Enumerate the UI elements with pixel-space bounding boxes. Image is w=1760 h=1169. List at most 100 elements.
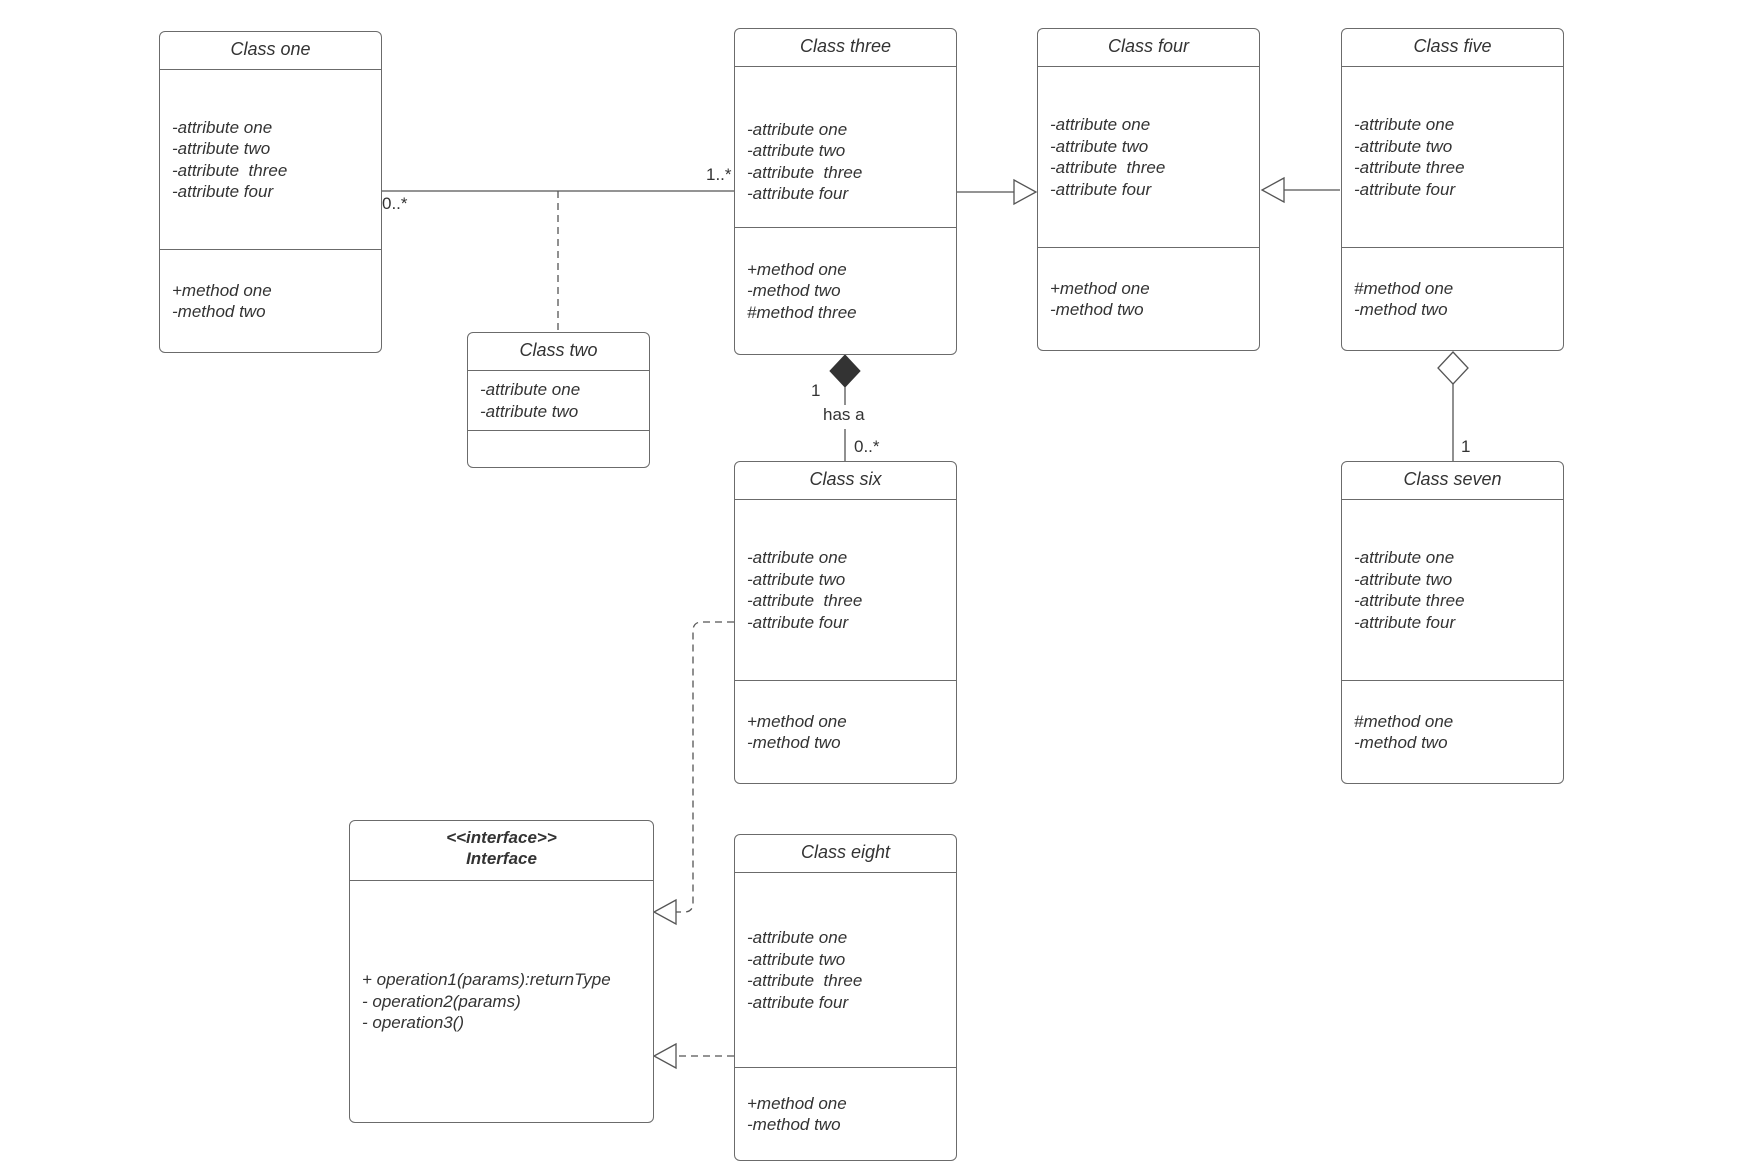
attribute: -attribute one <box>747 548 848 567</box>
realization-line-six[interactable] <box>676 621 734 913</box>
methods-section: #method one -method two <box>1342 247 1563 350</box>
methods-section: +method one -method two <box>160 249 381 352</box>
attribute: -attribute two <box>480 401 579 421</box>
method: -method two <box>1354 300 1448 319</box>
multiplicity-label: 1 <box>1461 437 1471 456</box>
attribute: -attribute two <box>747 949 846 969</box>
attribute: -attribute three <box>747 162 863 182</box>
attribute: -attribute one <box>1354 115 1455 134</box>
method: #method one <box>1354 711 1454 731</box>
method: -method two <box>747 281 841 301</box>
class-four-name: Class four <box>1107 36 1190 56</box>
attribute: -attribute two <box>747 569 846 589</box>
attribute: -attribute two <box>1354 569 1453 589</box>
attribute: -attribute one <box>1354 548 1455 567</box>
operation: - operation2(params) <box>362 991 521 1011</box>
operations-section: + operation1(params):returnType - operat… <box>350 881 653 1122</box>
method: #method three <box>747 302 857 322</box>
attribute: -attribute one <box>747 928 848 947</box>
methods-section <box>468 430 649 467</box>
class-seven-name: Class seven <box>1403 469 1502 489</box>
class-one-box[interactable]: Class one -attribute one -attribute two … <box>159 31 382 353</box>
attribute: -attribute four <box>1354 179 1456 199</box>
class-two-box[interactable]: Class two -attribute one -attribute two <box>467 332 650 468</box>
method: #method one <box>1354 278 1454 298</box>
operation: - operation3() <box>362 1013 465 1033</box>
method: -method two <box>747 1115 841 1134</box>
attributes-section: -attribute one -attribute two -attribute… <box>1342 500 1563 680</box>
class-eight-name: Class eight <box>800 842 891 862</box>
composition-diamond <box>829 354 861 388</box>
method: -method two <box>1050 300 1144 319</box>
multiplicity-label: 0..* <box>854 437 880 456</box>
interface-box[interactable]: <<interface>> Interface + operation1(par… <box>349 820 654 1123</box>
class-four-box[interactable]: Class four -attribute one -attribute two… <box>1037 28 1260 351</box>
generalization-arrowhead <box>1013 178 1038 206</box>
method: -method two <box>747 733 841 752</box>
method: +method one <box>747 711 847 731</box>
class-name: Class one <box>160 32 381 70</box>
attributes-section: -attribute one -attribute two -attribute… <box>735 67 956 256</box>
method: -method two <box>172 302 266 321</box>
attribute: -attribute three <box>1354 591 1465 610</box>
attribute: -attribute one <box>1050 115 1151 134</box>
attributes-section: -attribute one -attribute two -attribute… <box>1342 67 1563 247</box>
realization-arrowhead <box>652 898 677 926</box>
method: +method one <box>747 1093 847 1113</box>
attributes-section: -attribute one -attribute two -attribute… <box>735 500 956 680</box>
class-name: Class four <box>1038 29 1259 67</box>
attribute: -attribute four <box>1050 179 1152 199</box>
aggregation-diamond <box>1437 351 1469 385</box>
attribute: -attribute four <box>747 184 849 203</box>
generalization-arrowhead <box>1260 176 1285 204</box>
interface-stereotype: <<interface>> <box>446 828 557 847</box>
attribute: -attribute three <box>1354 158 1465 177</box>
attribute: -attribute two <box>1050 136 1149 156</box>
methods-section: +method one -method two <box>735 1067 956 1160</box>
operation: + operation1(params):returnType <box>362 970 611 990</box>
class-name: Class seven <box>1342 462 1563 500</box>
attribute: -attribute four <box>747 992 849 1012</box>
attributes-section: -attribute one -attribute two -attribute… <box>160 70 381 249</box>
attribute: -attribute four <box>172 182 274 201</box>
class-name: Class two <box>468 333 649 371</box>
attribute: -attribute one <box>172 117 273 137</box>
relationship-label: has a <box>823 405 865 424</box>
attribute: -attribute three <box>1050 158 1166 177</box>
class-two-name: Class two <box>519 340 598 360</box>
class-name: Class eight <box>735 835 956 873</box>
class-name: Class three <box>735 29 956 67</box>
methods-section: +method one -method two #method three <box>735 227 956 354</box>
method: +method one <box>1050 278 1150 298</box>
class-seven-box[interactable]: Class seven -attribute one -attribute tw… <box>1341 461 1564 784</box>
class-six-box[interactable]: Class six -attribute one -attribute two … <box>734 461 957 784</box>
class-three-name: Class three <box>799 36 892 56</box>
attribute: -attribute two <box>1354 136 1453 156</box>
attributes-section: -attribute one -attribute two <box>468 371 649 430</box>
class-three-box[interactable]: Class three -attribute one -attribute tw… <box>734 28 957 355</box>
methods-section: #method one -method two <box>1342 680 1563 783</box>
multiplicity-label: 1..* <box>706 165 732 184</box>
attributes-section: -attribute one -attribute two -attribute… <box>735 873 956 1067</box>
class-five-name: Class five <box>1413 36 1492 56</box>
class-name: Class six <box>735 462 956 500</box>
attribute: -attribute two <box>747 141 846 160</box>
method: -method two <box>1354 733 1448 752</box>
class-eight-box[interactable]: Class eight -attribute one -attribute tw… <box>734 834 957 1161</box>
methods-section: +method one -method two <box>1038 247 1259 350</box>
attribute: -attribute four <box>1354 612 1456 632</box>
attributes-section: -attribute one -attribute two -attribute… <box>1038 67 1259 247</box>
class-five-box[interactable]: Class five -attribute one -attribute two… <box>1341 28 1564 351</box>
interface-header: <<interface>> Interface <box>350 821 653 881</box>
methods-section: +method one -method two <box>735 680 956 783</box>
attribute: -attribute one <box>747 119 848 139</box>
class-name: Class five <box>1342 29 1563 67</box>
multiplicity-label: 0..* <box>382 194 408 213</box>
attribute: -attribute three <box>747 971 863 990</box>
class-one-name: Class one <box>230 39 311 59</box>
attribute: -attribute two <box>172 139 271 158</box>
method: +method one <box>172 280 272 300</box>
method: +method one <box>747 259 847 279</box>
attribute: -attribute three <box>747 591 863 610</box>
